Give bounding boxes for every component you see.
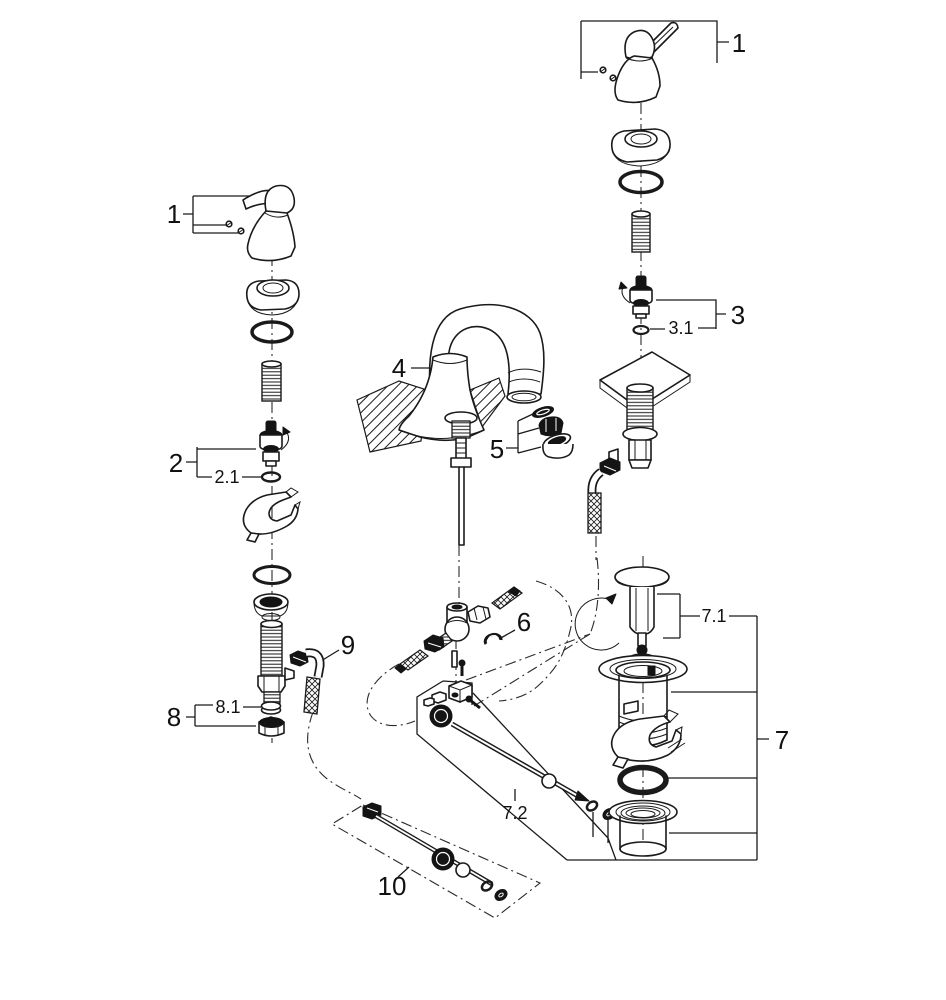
callout-handle-right: 1 (732, 28, 746, 58)
callout-leaders (183, 20, 769, 878)
callout-lift-rod: 10 (378, 871, 407, 901)
callout-drain-stopper: 7.1 (701, 606, 726, 626)
drain-stopper (574, 566, 670, 673)
callout-labels: 1 1 2 2.1 3 3.1 4 5 6 7 7.1 7.2 8 8.1 9 … (167, 28, 789, 901)
callout-cartridge-right: 3 (731, 300, 745, 330)
callout-supply-hose: 9 (341, 630, 355, 660)
callout-mounting-washer: 8.1 (215, 697, 240, 717)
deck-plate-right (599, 351, 691, 417)
callout-cartridge-left: 2 (169, 448, 183, 478)
cartridge-left (259, 420, 291, 467)
callout-cartridge-left-oring: 2.1 (214, 467, 239, 487)
cartridge-oring-left (260, 471, 282, 483)
handle-right (599, 21, 679, 104)
centerlines (271, 103, 644, 919)
spout (356, 303, 545, 546)
valve-shank-left (252, 565, 295, 704)
set-screws-right (599, 66, 617, 82)
mounting-nut-left (258, 716, 285, 737)
drain-oring (617, 764, 669, 796)
supply-hose-right (587, 457, 621, 534)
lift-rod-assembly (362, 802, 508, 902)
drain-tailpiece (608, 799, 678, 857)
callout-handle-left: 1 (167, 199, 181, 229)
drain-mounting-clamp (610, 709, 686, 769)
threaded-extension-right (631, 210, 651, 253)
hose-route-right (589, 557, 600, 635)
lift-rod-box (330, 804, 542, 919)
hose-route-tee-left (366, 663, 416, 727)
mounting-washer-left (260, 701, 282, 715)
tee-hose-left (394, 634, 445, 674)
callout-aerator: 5 (490, 434, 504, 464)
hose-clip (483, 632, 503, 645)
tee-fitting (432, 602, 491, 651)
mounting-clamp-left (242, 487, 301, 543)
tee-hose-right (490, 586, 524, 610)
cartridge-right (618, 275, 653, 319)
threaded-extension-left (261, 360, 282, 402)
callout-spout: 4 (392, 353, 406, 383)
handle-left (225, 184, 296, 262)
supply-hose-left (289, 648, 325, 715)
cartridge-oring-right (632, 324, 650, 336)
callout-mounting-nut: 8 (167, 702, 181, 732)
tee-pin (451, 650, 458, 668)
hose-route-left (307, 711, 362, 800)
set-screws-left (225, 220, 245, 235)
escutcheon-left (245, 279, 300, 316)
valve-shank-right (608, 383, 658, 469)
escutcheon-oring-left (250, 320, 294, 344)
aerator-parts (531, 406, 574, 459)
escutcheon-right (610, 128, 671, 167)
escutcheon-oring-right (618, 169, 664, 195)
rod-clamp-bracket (423, 659, 481, 710)
callout-cartridge-right-oring: 3.1 (668, 318, 693, 338)
pivot-rod-box (416, 680, 617, 861)
callout-hose-clip: 6 (517, 607, 531, 637)
callout-drain-assembly: 7 (775, 725, 789, 755)
hose-route-tee-right (498, 580, 573, 702)
callout-drain-pivot-rod: 7.2 (502, 803, 527, 823)
